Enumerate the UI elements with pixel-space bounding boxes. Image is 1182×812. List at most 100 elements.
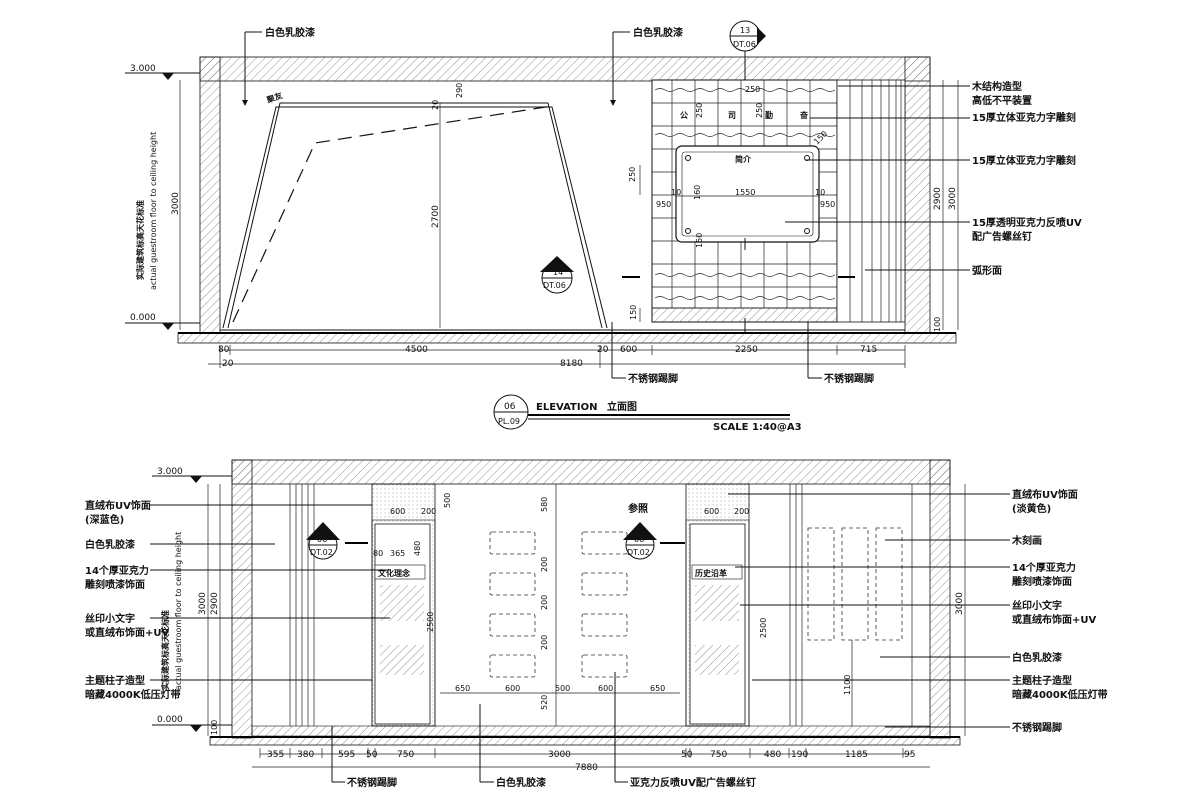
svg-text:355: 355 [267, 750, 284, 760]
bottom-right-annotations: 直绒布UV饰面 (淡黄色) 木刻画 14个厚亚克力 雕刻喷漆饰面 丝印小文字 或… [728, 488, 1108, 734]
svg-text:4500: 4500 [405, 345, 428, 355]
floor-slab-2 [209, 736, 961, 746]
svg-text:715: 715 [860, 345, 877, 355]
svg-text:不锈钢踢脚: 不锈钢踢脚 [1012, 721, 1062, 734]
svg-text:50: 50 [366, 750, 378, 760]
section-marker-right: 06 DT.02 [623, 522, 685, 560]
section-marker-13: 13 DT.06 [729, 20, 766, 100]
svg-text:丝印小文字: 丝印小文字 [1012, 599, 1062, 612]
vert-text-cn: 实际建筑标高天花标准 [135, 200, 145, 280]
svg-text:750: 750 [710, 750, 727, 760]
svg-text:600: 600 [704, 507, 719, 516]
annot-white-latex-2: 白色乳胶漆 [633, 26, 683, 39]
section-marker-left: 06 DT.02 [306, 522, 368, 560]
title-name-cn: 立面图 [607, 400, 637, 413]
left-height-2900b: 2900 [210, 592, 220, 615]
svg-text:或直绒布饰面+UV: 或直绒布饰面+UV [85, 626, 169, 639]
callout-white-latex: 白色乳胶漆 [496, 776, 546, 789]
svg-text:8180: 8180 [560, 359, 583, 369]
svg-text:DT.06: DT.06 [733, 40, 756, 49]
svg-text:06: 06 [317, 535, 327, 544]
right-height-3000: 3000 [948, 187, 958, 210]
svg-text:DT.02: DT.02 [310, 548, 333, 557]
left-height-3000b: 3000 [198, 592, 208, 615]
svg-text:520: 520 [540, 695, 549, 710]
svg-text:95: 95 [904, 750, 915, 760]
svg-text:1100: 1100 [843, 675, 852, 695]
svg-text:200: 200 [421, 507, 436, 516]
dim-20-top: 20 [431, 100, 440, 110]
theme-column-left: 文化理念 600 200 80 365 480 2500 [371, 483, 436, 727]
svg-text:150: 150 [695, 233, 704, 248]
ref-label: 参照 [628, 502, 648, 515]
svg-text:250: 250 [628, 167, 637, 182]
svg-text:主题柱子造型: 主题柱子造型 [85, 674, 145, 687]
label-transparent-acrylic: 15厚透明亚克力反喷UV [972, 216, 1082, 229]
svg-text:380: 380 [297, 750, 314, 760]
label-screw: 配广告螺丝钉 [972, 230, 1032, 243]
svg-text:160: 160 [693, 185, 702, 200]
svg-text:480: 480 [413, 541, 422, 556]
svg-text:650: 650 [455, 684, 470, 693]
svg-text:DT.06: DT.06 [543, 281, 566, 290]
svg-text:500: 500 [555, 684, 570, 693]
title-number: 06 [504, 402, 516, 412]
svg-text:13: 13 [740, 26, 750, 35]
svg-text:480: 480 [764, 750, 781, 760]
title-scale: SCALE 1:40@A3 [713, 422, 802, 433]
label-acrylic-2: 15厚立体亚克力字雕刻 [972, 154, 1076, 167]
level-floor: 0.000 [130, 313, 156, 323]
top-right-annotations: 木结构造型 高低不平装置 15厚立体亚克力字雕刻 15厚立体亚克力字雕刻 15厚… [785, 80, 1082, 277]
right-height-3000b: 3000 [955, 592, 965, 615]
callout-steel-base: 不锈钢踢脚 [347, 776, 397, 789]
svg-text:1550: 1550 [735, 188, 755, 197]
section-marker-14: 14 DT.06 [540, 256, 855, 294]
panel-char-3: 勤 [765, 110, 773, 120]
steel-base-2: 不锈钢踢脚 [824, 372, 874, 385]
svg-text:(深蓝色): (深蓝色) [85, 513, 124, 526]
svg-text:直绒布UV饰面: 直绒布UV饰面 [1012, 488, 1078, 501]
bottom-elevation: 3.000 0.000 3000 2900 100 实际建筑标高天花标准 act… [85, 459, 1108, 789]
svg-text:750: 750 [397, 750, 414, 760]
left-height-3000: 3000 [171, 192, 181, 215]
svg-text:木刻画: 木刻画 [1011, 534, 1042, 547]
column-title-right: 历史沿革 [695, 568, 727, 578]
svg-text:白色乳胶漆: 白色乳胶漆 [1012, 651, 1062, 664]
column-title-left: 文化理念 [378, 568, 410, 578]
svg-text:500: 500 [443, 493, 452, 508]
label-uneven: 高低不平装置 [972, 94, 1032, 107]
bottom-dimensions: 355 380 595 50 750 3000 50 750 480 190 1… [252, 748, 930, 773]
panel-sign-text: 简介 [735, 154, 752, 164]
vert-text-en: actual guestroom floor to ceiling height [149, 132, 158, 290]
annot-white-latex-1: 白色乳胶漆 [265, 26, 315, 39]
svg-text:直绒布UV饰面: 直绒布UV饰面 [85, 499, 151, 512]
top-elevation: 3.000 0.000 3000 实际建筑标高天花标准 actual guest… [125, 20, 1082, 433]
svg-text:10: 10 [671, 188, 681, 197]
label-acrylic-1: 15厚立体亚克力字雕刻 [972, 111, 1076, 124]
svg-text:595: 595 [338, 750, 355, 760]
top-bottom-dimensions: 80 4500 20 600 2250 715 20 8180 [208, 345, 906, 369]
right-height-2900: 2900 [933, 187, 943, 210]
svg-text:3000: 3000 [548, 750, 571, 760]
svg-text:200: 200 [540, 635, 549, 650]
svg-text:250: 250 [755, 103, 764, 118]
svg-text:雕刻喷漆饰面: 雕刻喷漆饰面 [1012, 575, 1072, 588]
svg-text:365: 365 [390, 549, 405, 558]
dim-290: 290 [455, 83, 464, 98]
svg-text:80: 80 [218, 345, 230, 355]
svg-text:950: 950 [656, 200, 671, 209]
svg-text:200: 200 [540, 595, 549, 610]
panel-char-2: 司 [728, 111, 736, 120]
floor-slab [177, 332, 957, 344]
wood-carvings: 1100 [807, 527, 903, 726]
svg-text:200: 200 [540, 557, 549, 572]
ceiling-slab-2 [231, 459, 951, 485]
svg-text:或直绒布饰面+UV: 或直绒布饰面+UV [1012, 613, 1096, 626]
theme-column-right: 历史沿革 600 200 2500 [685, 483, 768, 727]
svg-text:暗藏4000K低压灯带: 暗藏4000K低压灯带 [85, 688, 181, 701]
left-wall-2 [231, 459, 253, 739]
vert-text-cn-2: 实际建筑标高天花标准 [160, 610, 170, 690]
svg-text:2250: 2250 [735, 345, 758, 355]
svg-text:150: 150 [629, 305, 638, 320]
steel-base-1: 不锈钢踢脚 [628, 372, 678, 385]
